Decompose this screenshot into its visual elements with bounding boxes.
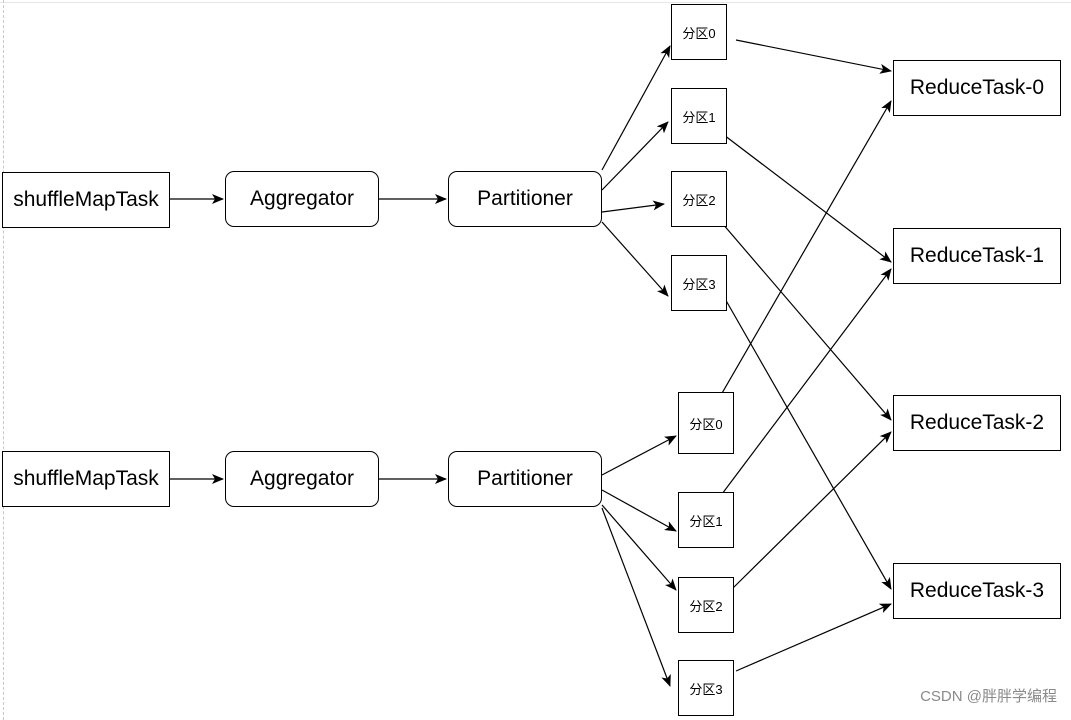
arrow-q3-to-r3	[735, 603, 892, 672]
partition-label: 分区2	[689, 598, 723, 614]
aggregator-box: Aggregator	[225, 171, 379, 227]
arrow-part1-to-p3	[601, 221, 669, 297]
reduce-task-label: ReduceTask-3	[909, 579, 1045, 602]
arrow-p3-to-r3	[719, 289, 892, 590]
shuffle-map-task-box: shuffleMapTask	[2, 451, 170, 507]
partitioner-box: Partitioner	[448, 171, 602, 227]
partition-label: 分区0	[682, 25, 716, 41]
partition-box: 分区0	[678, 392, 734, 454]
shuffle-map-task-box: shuffleMapTask	[2, 172, 170, 228]
partition-label: 分区1	[682, 109, 716, 125]
partitioner-label: Partitioner	[477, 467, 573, 490]
arrow-p2-to-r2	[715, 215, 892, 421]
reduce-task-box: ReduceTask-3	[893, 563, 1061, 619]
reduce-task-label: ReduceTask-2	[909, 411, 1045, 434]
arrow-part2-to-q3	[601, 507, 671, 687]
left-dashed-border	[3, 0, 4, 720]
partition-box: 分区1	[671, 88, 727, 144]
shuffle-map-task-label: shuffleMapTask	[13, 188, 159, 211]
reduce-task-label: ReduceTask-0	[909, 76, 1045, 99]
partition-box: 分区0	[671, 4, 727, 60]
arrow-part2-to-q0	[601, 435, 677, 476]
watermark-text: CSDN @胖胖学编程	[920, 688, 1057, 705]
top-border	[0, 2, 1071, 3]
reduce-task-box: ReduceTask-0	[893, 60, 1061, 116]
aggregator-label: Aggregator	[250, 467, 354, 490]
partition-box: 分区1	[678, 492, 734, 548]
reduce-task-box: ReduceTask-2	[893, 395, 1061, 451]
arrow-part2-to-q1	[601, 489, 677, 532]
partition-box: 分区3	[678, 660, 734, 716]
arrow-part1-to-p2	[601, 200, 665, 213]
arrow-q0-to-r0	[713, 100, 892, 408]
arrow-q1-to-r1	[715, 268, 892, 503]
arrow-part1-to-p0	[601, 45, 671, 171]
arrow-p0-to-r0	[735, 39, 892, 74]
partition-label: 分区2	[682, 192, 716, 208]
partition-box: 分区3	[671, 255, 727, 311]
arrow-part1-to-p1	[601, 121, 669, 191]
partitioner-box: Partitioner	[448, 451, 602, 507]
arrow-part2-to-q2	[601, 504, 677, 591]
arrow-q2-to-r2	[732, 431, 892, 589]
reduce-task-box: ReduceTask-1	[893, 228, 1061, 284]
aggregator-box: Aggregator	[225, 451, 379, 507]
partitioner-label: Partitioner	[477, 187, 573, 210]
partition-box: 分区2	[678, 577, 734, 633]
reduce-task-label: ReduceTask-1	[909, 244, 1045, 267]
partition-label: 分区3	[689, 681, 723, 697]
shuffle-map-task-label: shuffleMapTask	[13, 467, 159, 490]
partition-label: 分区3	[682, 276, 716, 292]
partition-label: 分区0	[689, 416, 723, 432]
aggregator-label: Aggregator	[250, 187, 354, 210]
partition-label: 分区1	[689, 513, 723, 529]
arrow-p1-to-r1	[719, 131, 892, 263]
partition-box: 分区2	[671, 171, 727, 227]
